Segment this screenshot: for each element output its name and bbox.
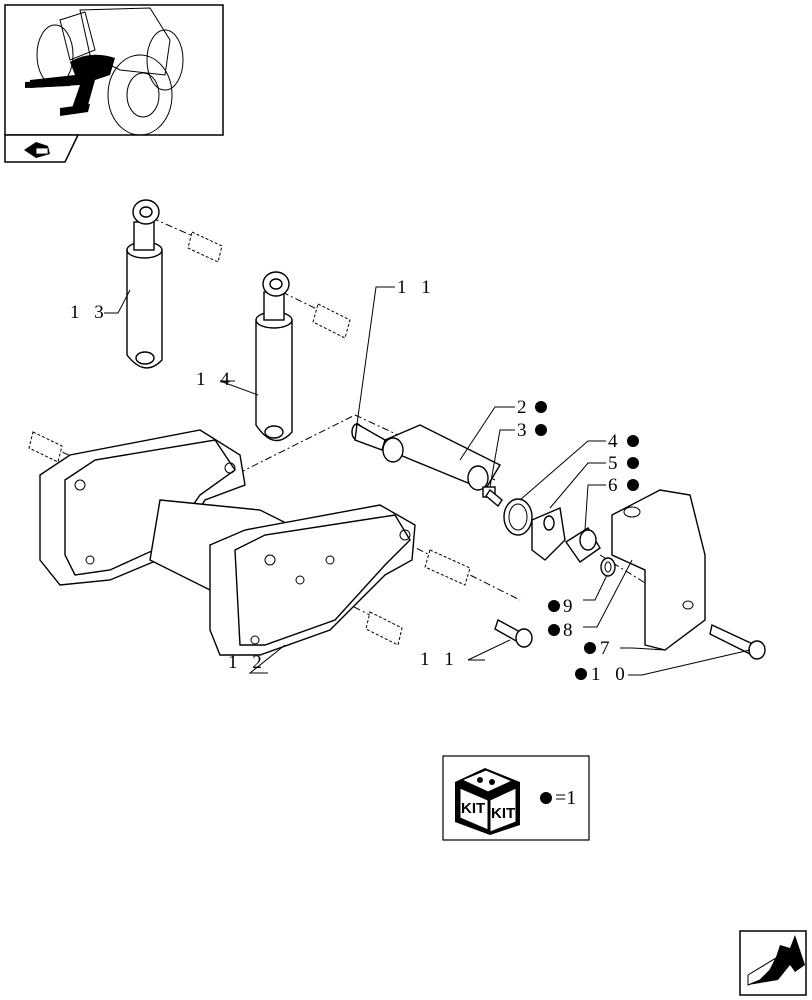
- callout-13: 1 3: [70, 302, 109, 323]
- pin-2[interactable]: [382, 424, 501, 491]
- kit-dots: [535, 401, 639, 680]
- next-page-button[interactable]: [739, 930, 807, 996]
- callout-11-bottom: 1 1: [420, 649, 459, 670]
- washer-9[interactable]: [600, 557, 616, 577]
- callout-labels: 1 1 2 3 4 5 6 9 8 7 1 0 1 1 1 2 1 3 1 4: [70, 277, 630, 685]
- bolt-10[interactable]: [709, 623, 766, 660]
- kit-box-icon: KIT KIT: [455, 768, 520, 835]
- kit-legend-dot: [540, 792, 552, 804]
- cylinder-14[interactable]: [255, 271, 351, 442]
- thumbnail[interactable]: [4, 4, 224, 163]
- kit-label-left: KIT: [461, 800, 485, 817]
- next-page-arrow-icon: [747, 935, 805, 986]
- callout-12: 1 2: [228, 652, 267, 673]
- callout-8: 8: [563, 620, 578, 641]
- cylinder-13[interactable]: [126, 199, 223, 369]
- kit-label-right: KIT: [491, 805, 515, 822]
- callout-5: 5: [608, 453, 623, 474]
- leader-lines: [104, 286, 751, 676]
- kit-dot-6: [627, 479, 639, 491]
- kit-legend: KIT KIT =1: [442, 755, 590, 841]
- bolt-11-bottom[interactable]: [494, 618, 533, 648]
- lift-frame-12[interactable]: [28, 429, 471, 656]
- callout-7: 7: [600, 638, 615, 659]
- lock-plate-5[interactable]: [531, 507, 566, 561]
- callout-2: 2: [517, 397, 532, 418]
- bracket-7[interactable]: [611, 489, 706, 651]
- callout-3: 3: [517, 420, 532, 441]
- kit-dot-5: [627, 457, 639, 469]
- kit-dot-4: [627, 435, 639, 447]
- pin-11-top[interactable]: [351, 422, 386, 451]
- kit-dot-8: [548, 624, 560, 636]
- callout-4: 4: [608, 431, 623, 452]
- bolt-3[interactable]: [482, 486, 503, 508]
- kit-dot-7: [584, 642, 596, 654]
- callout-6: 6: [608, 475, 623, 496]
- callout-9: 9: [563, 596, 578, 617]
- callout-11-top: 1 1: [397, 277, 436, 298]
- callout-10: 1 0: [591, 664, 630, 685]
- tractor-front-icon: [25, 7, 184, 136]
- kit-dot-10: [575, 668, 587, 680]
- kit-equals-text: =1: [555, 787, 576, 809]
- kit-dot-3: [535, 424, 547, 436]
- kit-dot-9: [548, 600, 560, 612]
- kit-dot-2: [535, 401, 547, 413]
- bushing-6[interactable]: [565, 527, 601, 563]
- component-arrow-icon: [24, 142, 50, 158]
- o-ring-4[interactable]: [503, 498, 533, 536]
- callout-14: 1 4: [196, 369, 235, 390]
